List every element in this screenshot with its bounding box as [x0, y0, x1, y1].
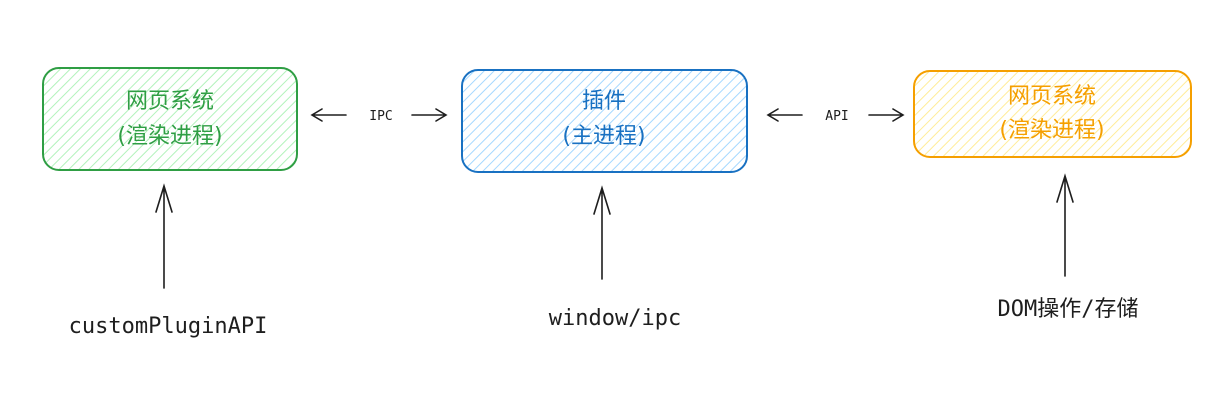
node-renderer-left: 网页系统 (渲染进程) — [42, 67, 298, 171]
node-main-plugin-title: 插件 — [582, 89, 626, 114]
arrow-center-source-to-plugin — [593, 185, 611, 280]
source-label-left: customPluginAPI — [69, 314, 268, 339]
node-main-plugin-subtitle: (主进程) — [562, 124, 645, 149]
edge-ipc-left-arrow — [310, 108, 347, 122]
node-main-plugin: 插件 (主进程) — [461, 69, 748, 173]
edge-api-label: API — [825, 109, 848, 124]
node-renderer-left-subtitle: (渲染进程) — [117, 124, 222, 149]
arrow-right-source-to-renderer — [1056, 173, 1074, 277]
edge-api-right-arrow — [868, 108, 905, 122]
edge-ipc: IPC — [310, 108, 448, 124]
node-renderer-left-title: 网页系统 — [126, 89, 214, 114]
edge-ipc-label: IPC — [369, 109, 392, 124]
arrow-left-source-to-renderer — [155, 183, 173, 289]
edge-ipc-right-arrow — [411, 108, 448, 122]
edge-api: API — [766, 108, 905, 124]
node-renderer-right-title: 网页系统 — [1008, 84, 1096, 109]
node-renderer-right: 网页系统 (渲染进程) — [913, 70, 1192, 158]
node-renderer-right-box — [913, 70, 1192, 158]
source-label-center: window/ipc — [549, 306, 681, 331]
node-renderer-right-subtitle: (渲染进程) — [999, 118, 1104, 143]
node-renderer-left-box — [42, 67, 298, 171]
node-main-plugin-box — [461, 69, 748, 173]
edge-api-left-arrow — [766, 108, 803, 122]
source-label-right: DOM操作/存储 — [998, 297, 1139, 322]
